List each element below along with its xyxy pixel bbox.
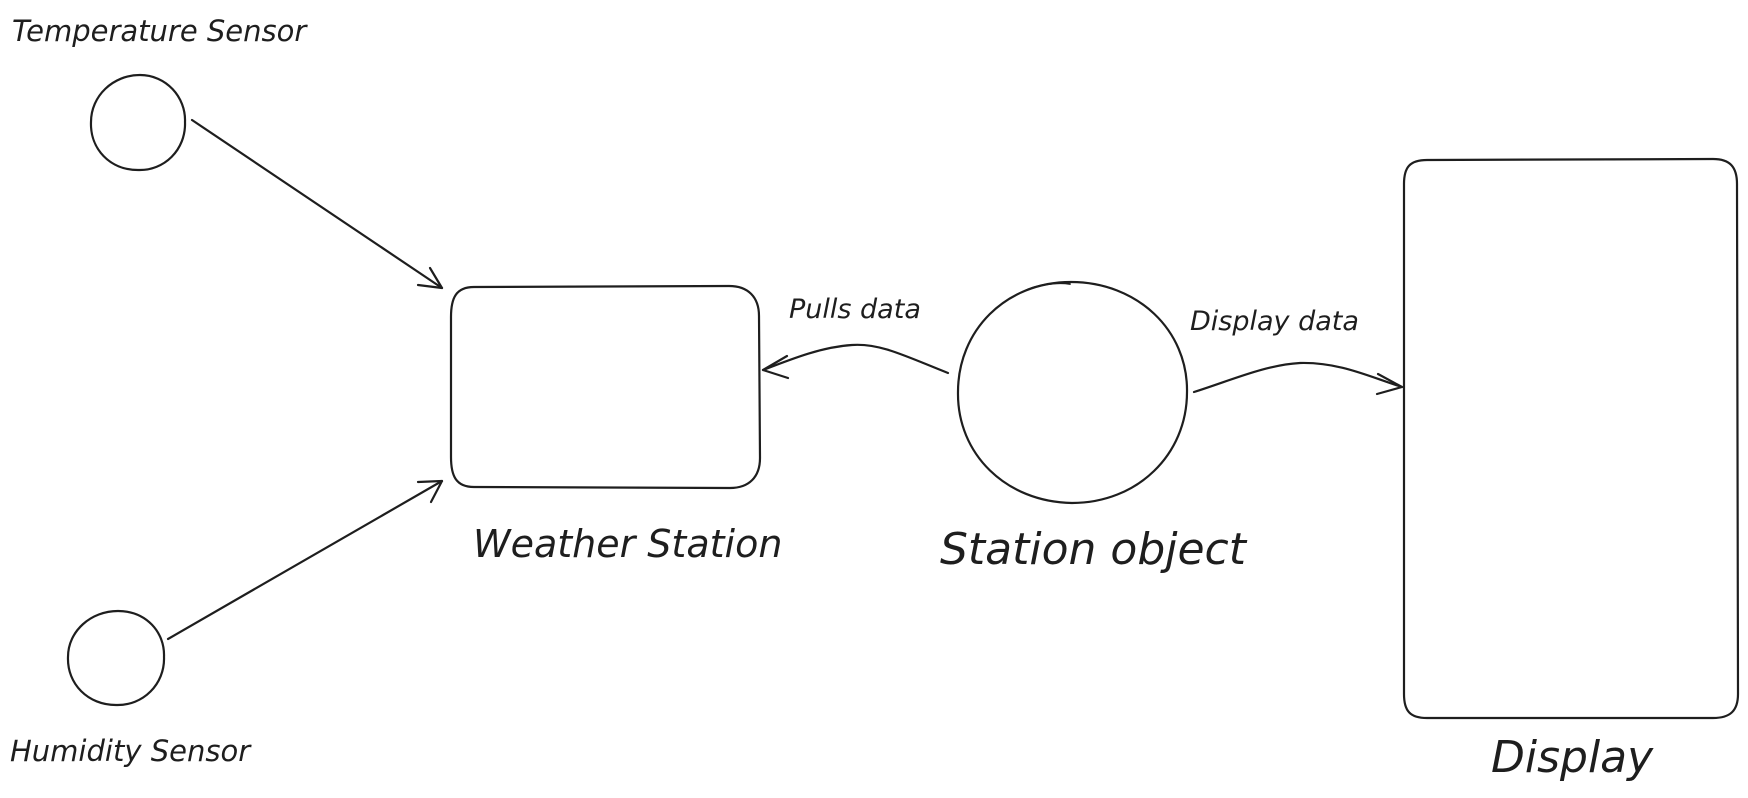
temperature-sensor-label: Temperature Sensor [12, 14, 308, 48]
temperature-sensor-node[interactable]: Temperature Sensor [12, 14, 308, 172]
edge-humidity-line [166, 479, 444, 641]
weather-station-node[interactable]: Weather Station [449, 284, 782, 566]
edge-pulls-data-line [761, 343, 950, 375]
humidity-sensor-label: Humidity Sensor [10, 734, 252, 768]
edge-temperature-line [190, 118, 444, 290]
humidity-sensor-circle [66, 609, 166, 707]
edge-temperature-arrowhead [416, 266, 444, 290]
edge-pulls-data-label: Pulls data [789, 294, 921, 325]
display-box [1402, 157, 1740, 720]
display-label: Display [1491, 732, 1654, 783]
edge-display-data-label: Display data [1190, 306, 1359, 337]
station-object-stroke-start [1021, 282, 1071, 293]
edge-display-data-line [1192, 361, 1404, 394]
weather-station-label: Weather Station [473, 522, 782, 566]
edge-display-data[interactable]: Display data [1190, 306, 1404, 396]
edge-humidity-arrowhead [416, 479, 444, 504]
temperature-sensor-circle [89, 73, 187, 172]
edge-temperature-to-station[interactable] [190, 118, 444, 290]
edge-display-data-arrowhead [1375, 372, 1404, 396]
edge-humidity-to-station[interactable] [166, 479, 444, 641]
humidity-sensor-node[interactable]: Humidity Sensor [10, 609, 252, 768]
edge-pulls-data[interactable]: Pulls data [761, 294, 950, 380]
station-object-node[interactable]: Station object [940, 280, 1248, 575]
display-node[interactable]: Display [1402, 157, 1740, 783]
edge-pulls-data-arrowhead [761, 354, 790, 380]
station-object-label: Station object [940, 524, 1248, 575]
weather-station-box [449, 284, 762, 490]
station-object-circle [956, 280, 1189, 505]
